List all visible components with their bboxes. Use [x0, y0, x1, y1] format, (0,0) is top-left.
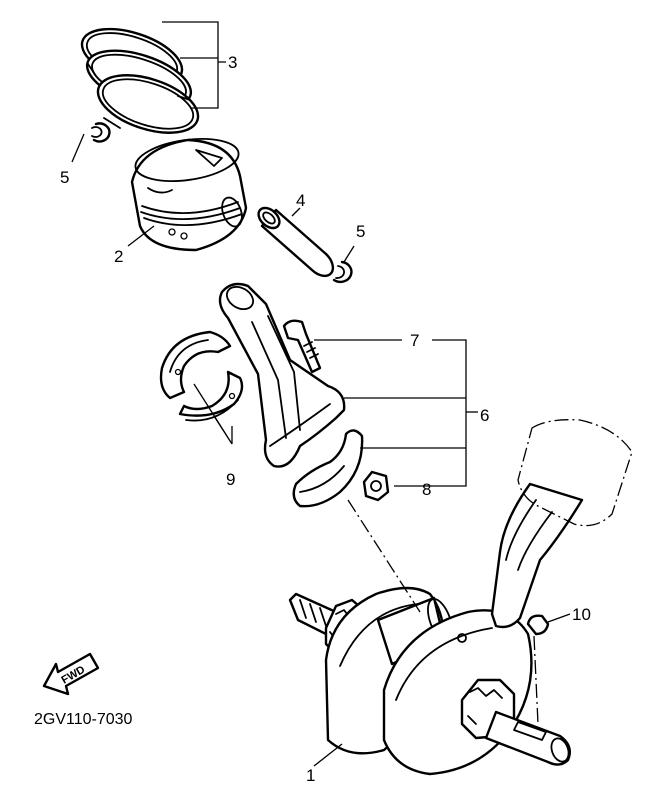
piston-pin — [257, 206, 335, 278]
callout-8: 8 — [422, 480, 431, 499]
callout-7: 7 — [410, 331, 419, 350]
leader-lines — [71, 21, 571, 767]
connecting-rod-assembly — [218, 282, 346, 468]
piston-pin-clip — [91, 122, 111, 143]
callout-5-clip-right: 5 — [356, 222, 365, 241]
callout-6: 6 — [480, 406, 489, 425]
callout-9: 9 — [226, 470, 235, 489]
piston-ring-set — [80, 27, 200, 134]
connecting-rod-cap — [292, 429, 364, 508]
drawing-code: 2GV110-7030 — [34, 711, 133, 728]
callout-5-clip-left: 5 — [60, 168, 69, 187]
woodruff-key — [526, 614, 550, 636]
forward-direction-arrow-icon: FWD — [42, 652, 100, 696]
connecting-rod-nut — [362, 470, 390, 502]
big-end-bearing — [178, 370, 244, 422]
callout-3: 3 — [228, 53, 237, 72]
piston — [130, 138, 248, 252]
crankshaft — [288, 419, 633, 776]
connecting-rod-bolt — [282, 319, 322, 374]
assembly-centerlines — [347, 499, 539, 725]
piston-pin-clip — [332, 260, 353, 284]
big-end-bearing — [159, 330, 232, 400]
callout-1: 1 — [306, 766, 315, 785]
callout-10: 10 — [572, 605, 591, 624]
callout-4: 4 — [296, 191, 305, 210]
callout-2: 2 — [114, 247, 123, 266]
